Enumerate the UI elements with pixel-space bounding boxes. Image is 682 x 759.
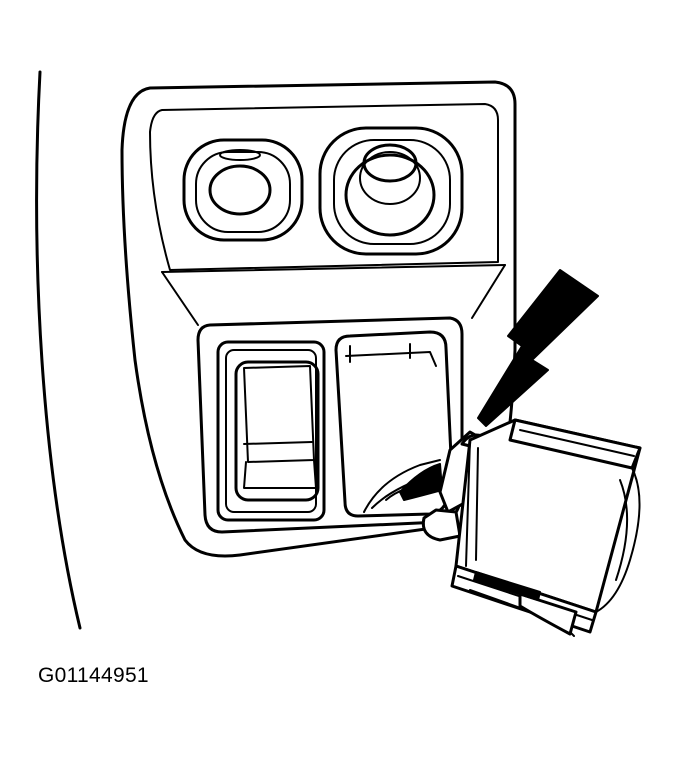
rocker-switch-left (216, 340, 326, 522)
figure-label: G01144951 (38, 664, 149, 687)
switch-opening (334, 330, 454, 518)
left-control-knob (182, 138, 304, 242)
panel-divider-slope-right (471, 264, 506, 319)
pointer-arrow (477, 269, 599, 427)
dashboard-contour (35, 70, 82, 630)
console-bezel-inner (149, 103, 499, 271)
console-bezel-outer (120, 80, 517, 558)
panel-divider-slope (161, 271, 199, 326)
removed-switch (421, 418, 642, 637)
right-control-knob (318, 126, 464, 256)
panel-divider (161, 264, 506, 273)
